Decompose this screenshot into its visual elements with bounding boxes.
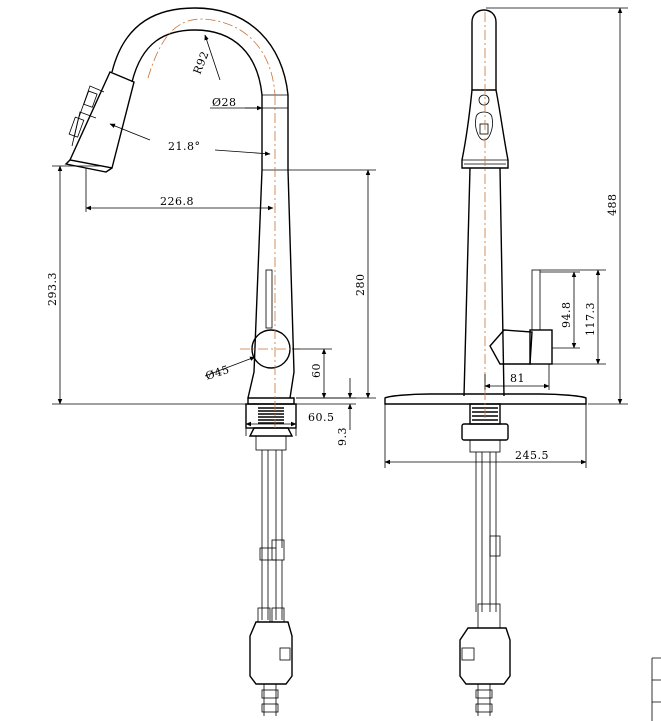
radius-dim: R92 [191, 49, 212, 76]
side-view-faucet [64, 7, 300, 716]
handle-lower-dim: 94.8 [560, 302, 573, 329]
handle-upper-dim: 117.3 [584, 302, 597, 336]
base-thickness-dim: 9.3 [336, 427, 349, 446]
spout-diameter-dim: Ø28 [212, 96, 237, 109]
spray-height-dim: 293.3 [46, 272, 59, 306]
reach-dim: 226.8 [160, 195, 194, 208]
total-height-dim: 488 [606, 194, 619, 217]
side-view-dimensions: R92 Ø28 21.8° 226.8 293.3 280 Ø45 60 6 [46, 34, 376, 446]
spray-angle-dim: 21.8° [168, 140, 201, 153]
deck-plate-dim: 245.5 [515, 449, 549, 462]
base-diameter-dim: 60.5 [308, 411, 335, 424]
body-height-dim: 280 [354, 274, 367, 297]
handle-offset-dim: 81 [510, 372, 525, 385]
front-view-dimensions: 488 117.3 94.8 81 245.5 [384, 7, 628, 468]
handle-height-dim: 60 [310, 363, 323, 378]
handle-diameter-dim: Ø45 [204, 363, 231, 383]
front-view-faucet [384, 9, 587, 716]
title-block-fragment [651, 657, 661, 721]
